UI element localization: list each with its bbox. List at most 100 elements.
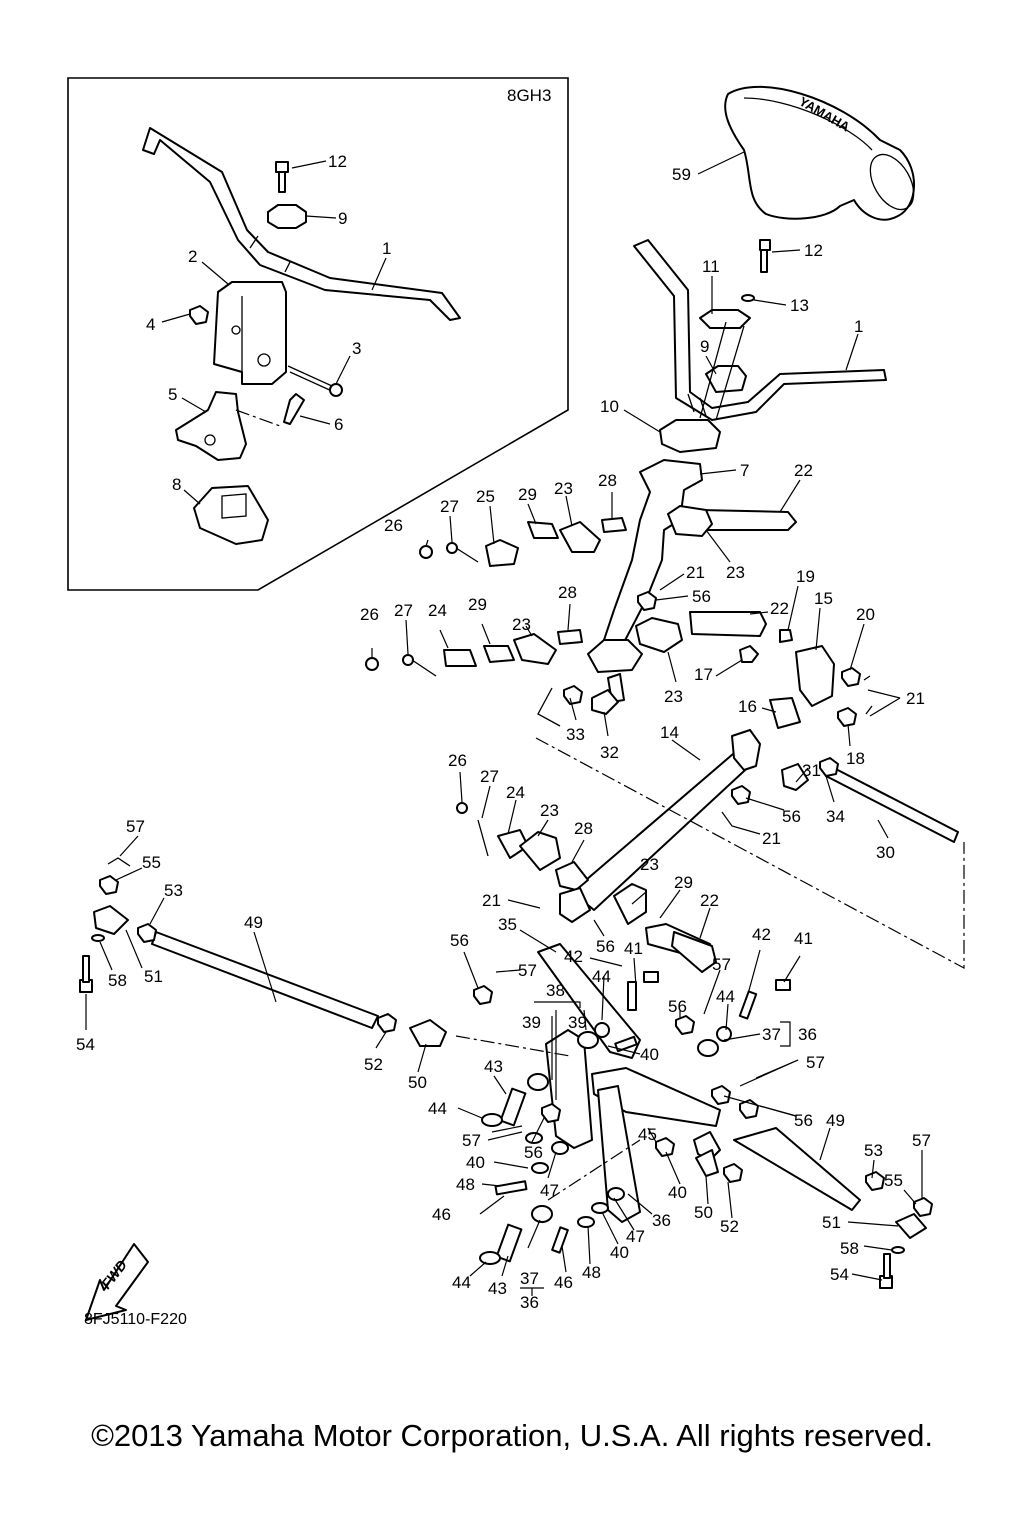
column-clamp [659, 419, 721, 453]
callout: 49 [244, 913, 263, 932]
callout: 21 [762, 829, 781, 848]
callout: 55 [884, 1171, 903, 1190]
callout: 43 [484, 1057, 503, 1076]
fwd-arrow-icon: FWD [85, 1243, 149, 1321]
handlebar-bolt [759, 239, 771, 273]
ball-joint-bracket [537, 687, 561, 727]
callout: 9 [700, 337, 709, 356]
inset-nut [189, 305, 209, 325]
tie-rod-right [731, 757, 959, 843]
drawing-code: 8FJ5110-F220 [84, 1311, 187, 1328]
callout: 44 [428, 1099, 447, 1118]
callout: 37 [520, 1269, 539, 1288]
callout: 30 [876, 843, 895, 862]
inset-long-bolt [287, 365, 343, 397]
callout: 27 [394, 601, 413, 620]
callout: 52 [364, 1055, 383, 1074]
inset-bracket-line [235, 409, 281, 427]
callout: 29 [674, 873, 693, 892]
callout: 40 [640, 1045, 659, 1064]
callout: 24 [506, 783, 525, 802]
callout: 26 [384, 516, 403, 535]
callout: 2 [188, 247, 197, 266]
callout: 45 [638, 1125, 657, 1144]
callout: 44 [716, 987, 735, 1006]
callout: 17 [694, 665, 713, 684]
callout: 38 [546, 981, 565, 1000]
callout: 57 [712, 955, 731, 974]
callout: 44 [452, 1273, 471, 1292]
callout: 8 [172, 475, 181, 494]
callout: 22 [770, 599, 789, 618]
callout: 22 [700, 891, 719, 910]
callout: 28 [558, 583, 577, 602]
callout: 33 [566, 725, 585, 744]
callout: 37 [762, 1025, 781, 1044]
callout: 20 [856, 605, 875, 624]
copyright-notice: ©2013 Yamaha Motor Corporation, U.S.A. A… [91, 1418, 933, 1453]
callout: 56 [794, 1111, 813, 1130]
callout: 29 [468, 595, 487, 614]
bracket-assembly [637, 591, 873, 727]
callout: 7 [740, 461, 749, 480]
callout: 18 [846, 749, 865, 768]
callout: 12 [804, 241, 823, 260]
callout: 14 [660, 723, 679, 742]
callout: 53 [864, 1141, 883, 1160]
callout: 16 [738, 697, 757, 716]
callout: 43 [488, 1279, 507, 1298]
callout: 28 [598, 471, 617, 490]
callout: 42 [752, 925, 771, 944]
callout: 27 [440, 497, 459, 516]
steering-column [587, 459, 703, 703]
callout: 59 [672, 165, 691, 184]
ball-joint [591, 689, 619, 715]
inset-bracket [175, 391, 247, 461]
center-line [535, 737, 965, 970]
callout: 29 [518, 485, 537, 504]
callout: 41 [794, 929, 813, 948]
callout: 54 [830, 1265, 849, 1284]
lower-link-set [456, 802, 717, 973]
bushings-washers [473, 971, 791, 1265]
inset-frame [67, 77, 569, 591]
callout: 15 [814, 589, 833, 608]
callout: 28 [574, 819, 593, 838]
callout: 32 [600, 743, 619, 762]
callout: 39 [522, 1013, 541, 1032]
callout: 19 [796, 567, 815, 586]
callout: 23 [640, 855, 659, 874]
callout: 25 [476, 487, 495, 506]
handlebar-pad-cover: YAMAHA [724, 85, 915, 221]
inset-code: 8GH3 [507, 86, 551, 105]
leader-lines [85, 151, 923, 1296]
callout: 12 [328, 152, 347, 171]
callout: 10 [600, 397, 619, 416]
callout: 36 [652, 1211, 671, 1230]
callout: 39 [568, 1013, 587, 1032]
callout: 54 [76, 1035, 95, 1054]
lower-clamp [705, 365, 747, 393]
callout: 5 [168, 385, 177, 404]
tie-rod-lower-right [733, 1127, 933, 1289]
callout: 46 [554, 1273, 573, 1292]
inset-clamp [267, 204, 307, 229]
callout: 53 [164, 881, 183, 900]
callout: 26 [448, 751, 467, 770]
callout: 56 [692, 587, 711, 606]
callout: 52 [720, 1217, 739, 1236]
callout: 58 [840, 1239, 859, 1258]
callout: 51 [144, 967, 163, 986]
lower-center-line [455, 1035, 641, 1201]
pitman-assembly [409, 943, 743, 1223]
callout: 4 [146, 315, 155, 334]
callout: 21 [906, 689, 925, 708]
callout: 40 [668, 1183, 687, 1202]
inset-pad [193, 485, 269, 545]
steering-shaft [571, 697, 801, 911]
callout: 26 [360, 605, 379, 624]
inset-handlebar [142, 127, 461, 321]
upper-rods [689, 509, 797, 637]
callout: 6 [334, 415, 343, 434]
